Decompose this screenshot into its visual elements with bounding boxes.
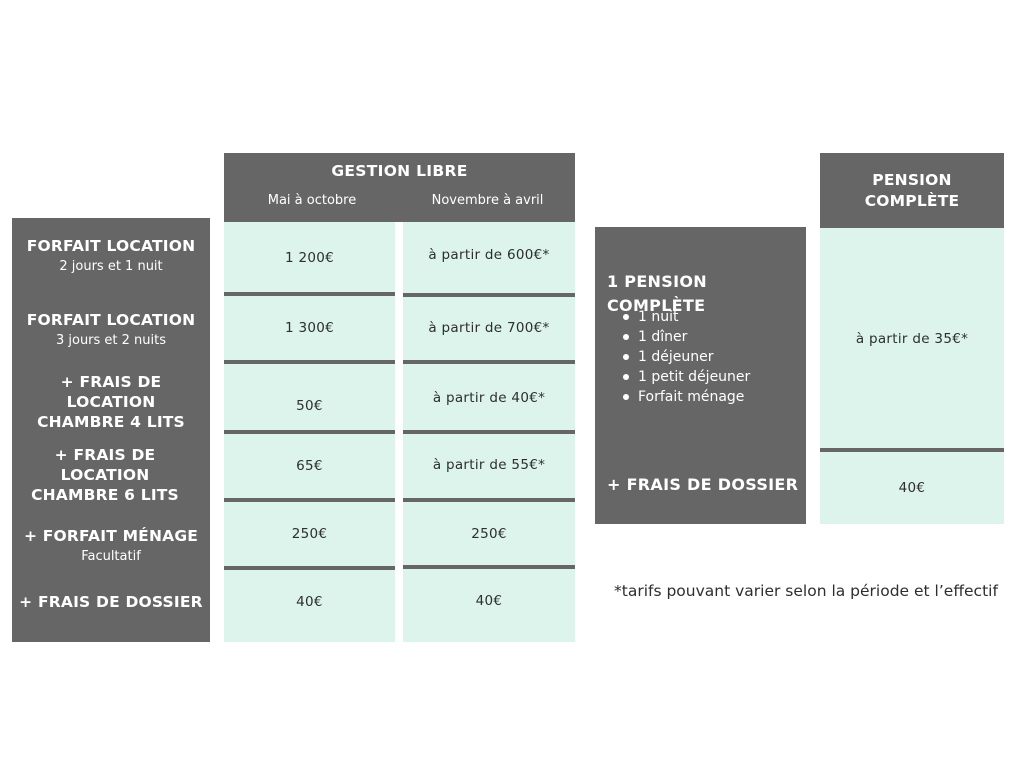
pension-header-title: PENSION COMPLÈTE xyxy=(864,170,960,210)
pension-title: 1 PENSION COMPLÈTE xyxy=(607,272,707,315)
footnote: *tarifs pouvant varier selon la période … xyxy=(614,582,998,600)
price-cell: à partir de 600€* xyxy=(428,247,550,263)
list-item-text: 1 déjeuner xyxy=(638,349,714,365)
row-label-title: + FRAIS DE LOCATION CHAMBRE 4 LITS xyxy=(37,373,185,431)
price-cell: 50€ xyxy=(296,398,323,414)
row-divider xyxy=(224,360,395,364)
bullet-icon xyxy=(623,394,629,400)
row-label-title: + FRAIS DE DOSSIER xyxy=(19,593,203,611)
price-cell: 250€ xyxy=(471,526,507,542)
price-cell: à partir de 700€* xyxy=(428,320,550,336)
bullet-icon xyxy=(623,314,629,320)
gestion-libre-header: GESTION LIBRE Mai à octobre Novembre à a… xyxy=(224,153,575,222)
pension-dossier-price-cell: 40€ xyxy=(898,480,926,496)
row-divider xyxy=(403,565,575,569)
pension-description-box: 1 PENSION COMPLÈTE 1 nuit 1 dîner 1 déje… xyxy=(595,227,806,524)
price-cell: à partir de 40€* xyxy=(432,390,546,406)
bullet-icon xyxy=(623,374,629,380)
row-label-forfait-2-nuits: FORFAIT LOCATION 3 jours et 2 nuits xyxy=(12,294,210,366)
row-label-forfait-1-nuit: FORFAIT LOCATION 2 jours et 1 nuit xyxy=(12,218,210,294)
row-divider xyxy=(224,498,395,502)
row-label-dossier: + FRAIS DE DOSSIER xyxy=(12,580,210,624)
row-labels-column: FORFAIT LOCATION 2 jours et 1 nuit FORFA… xyxy=(12,218,210,642)
row-divider xyxy=(403,498,575,502)
pension-prices-column: à partir de 35€* 40€ xyxy=(820,228,1004,524)
price-cell: à partir de 55€* xyxy=(432,457,546,473)
gestion-libre-title: GESTION LIBRE xyxy=(331,162,468,180)
row-label-subtitle: Facultatif xyxy=(81,548,141,564)
list-item-text: 1 petit déjeuner xyxy=(638,369,751,385)
list-item: Forfait ménage xyxy=(621,387,750,407)
pension-price-cell: à partir de 35€* xyxy=(855,331,969,347)
prices-column-mai-octobre: 1 200€ 1 300€ 50€ 65€ 250€ 40€ xyxy=(224,222,395,642)
row-divider xyxy=(224,566,395,570)
price-cell: 1 200€ xyxy=(284,250,335,266)
row-divider xyxy=(224,292,395,296)
row-label-title: FORFAIT LOCATION xyxy=(26,310,196,329)
season-header-mai-octobre: Mai à octobre xyxy=(267,193,357,208)
list-item-text: 1 dîner xyxy=(638,329,688,345)
list-item: 1 nuit xyxy=(621,307,750,327)
pension-complete-header: PENSION COMPLÈTE xyxy=(820,153,1004,228)
row-divider xyxy=(224,430,395,434)
prices-column-novembre-avril: à partir de 600€* à partir de 700€* à pa… xyxy=(403,222,575,642)
list-item-text: 1 nuit xyxy=(638,309,679,325)
list-item: 1 déjeuner xyxy=(621,347,750,367)
pension-items-list: 1 nuit 1 dîner 1 déjeuner 1 petit déjeun… xyxy=(621,307,750,407)
row-divider xyxy=(403,360,575,364)
pension-dossier-label: + FRAIS DE DOSSIER xyxy=(607,475,799,494)
row-divider xyxy=(820,448,1004,452)
row-divider xyxy=(403,430,575,434)
row-divider xyxy=(403,293,575,297)
row-label-chambre-6-lits: + FRAIS DE LOCATION CHAMBRE 6 LITS xyxy=(6,438,204,512)
list-item: 1 petit déjeuner xyxy=(621,367,750,387)
price-cell: 250€ xyxy=(291,526,328,542)
price-cell: 1 300€ xyxy=(284,320,335,336)
bullet-icon xyxy=(623,334,629,340)
bullet-icon xyxy=(623,354,629,360)
row-label-menage: + FORFAIT MÉNAGE Facultatif xyxy=(12,512,210,580)
row-label-title: FORFAIT LOCATION xyxy=(26,236,196,255)
price-cell: 65€ xyxy=(296,458,323,474)
row-label-subtitle: 3 jours et 2 nuits xyxy=(55,332,167,348)
price-cell: 40€ xyxy=(475,593,503,609)
row-label-title: + FORFAIT MÉNAGE xyxy=(23,526,199,545)
season-header-novembre-avril: Novembre à avril xyxy=(431,193,544,208)
row-label-title: + FRAIS DE LOCATION CHAMBRE 6 LITS xyxy=(31,446,179,504)
list-item-text: Forfait ménage xyxy=(638,389,745,405)
row-label-chambre-4-lits: + FRAIS DE LOCATION CHAMBRE 4 LITS xyxy=(12,366,210,438)
price-cell: 40€ xyxy=(296,594,323,610)
row-label-subtitle: 2 jours et 1 nuit xyxy=(59,258,163,274)
list-item: 1 dîner xyxy=(621,327,750,347)
